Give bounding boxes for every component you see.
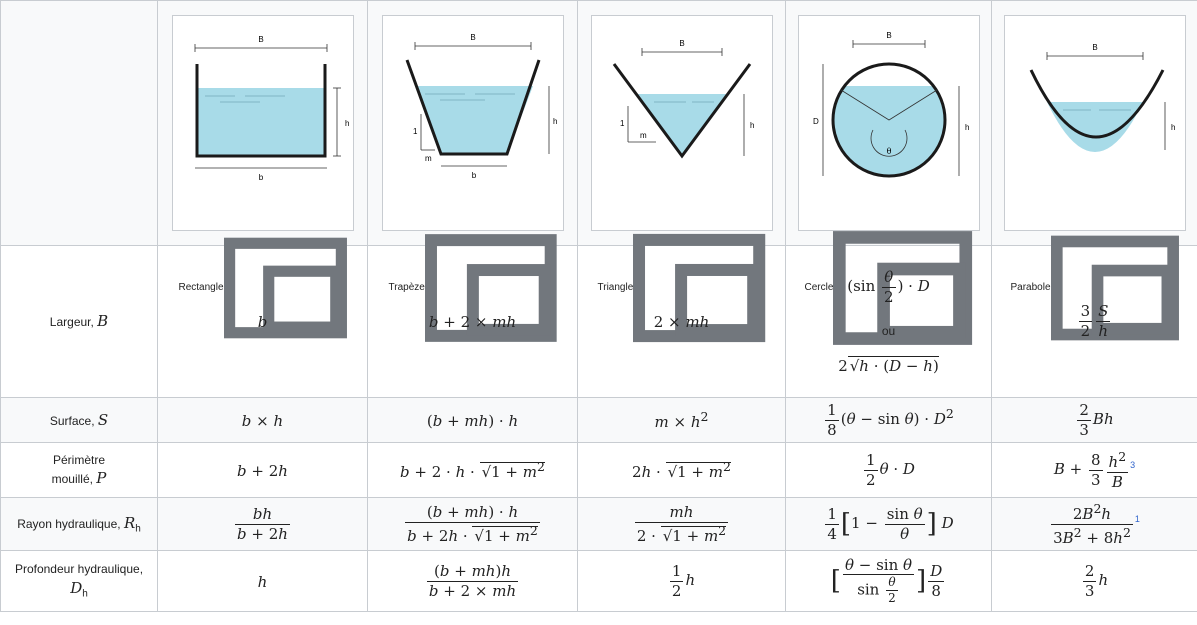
caption-parabola: Parabole (1010, 281, 1051, 293)
magnify-icon[interactable] (424, 200, 557, 376)
caption-circle: Cercle (804, 281, 834, 293)
label-height: h (553, 117, 557, 126)
row-label-width: Largeur, B (0, 245, 158, 398)
label-height: h (965, 123, 969, 132)
figure-triangle[interactable]: B h 1 m Triangle (590, 15, 773, 343)
label-height: h (1171, 123, 1175, 132)
row-label-radius: Rayon hydraulique, Rh (0, 497, 158, 551)
row-perimeter: Périmètre mouillé, P b + 2h b + 2 · h · … (0, 442, 1197, 498)
formula-surface-trapeze: (b + mh) · h (367, 397, 578, 443)
label-bottom: b (258, 173, 263, 182)
parabola-diagram: B h (1029, 43, 1175, 152)
figure-parabola[interactable]: B h Parabole (1003, 15, 1186, 341)
caption-triangle: Triangle (597, 281, 634, 293)
figure-rectangle[interactable]: B b h Rectangle (171, 15, 354, 339)
label-bottom: b (471, 171, 476, 180)
formula-perimeter-rectangle: b + 2h (157, 442, 368, 498)
label-top: B (258, 35, 263, 44)
corner-cell (0, 0, 158, 246)
trapeze-diagram: B b h 1 m (405, 33, 557, 180)
label-side: 1 (413, 127, 418, 136)
row-label-depth: Profondeur hydraulique, Dh (0, 550, 158, 612)
circle-diagram: B D h θ (813, 31, 969, 178)
magnify-icon[interactable] (1050, 200, 1179, 376)
label-top: B (679, 39, 684, 48)
row-label-surface: Surface, S (0, 397, 158, 443)
formula-perimeter-triangle: 2h · √1 + m2 (577, 442, 786, 498)
figure-circle[interactable]: B D h θ Cercle (797, 15, 980, 345)
magnify-icon[interactable] (223, 200, 347, 376)
magnify-icon[interactable] (633, 200, 766, 376)
label-height: h (750, 121, 754, 130)
label-slope: m (640, 131, 647, 140)
figure-cell-trapeze: B b h 1 m Trapèze (367, 0, 578, 342)
figure-cell-circle: B D h θ Cercle (785, 0, 992, 345)
figure-trapeze[interactable]: B b h 1 m Trapèze (381, 15, 564, 342)
label-diameter: D (813, 117, 819, 126)
caption-trapeze: Trapèze (388, 281, 425, 293)
or-text: ou (881, 324, 896, 339)
triangle-diagram: B h 1 m (612, 39, 754, 159)
label-side: 1 (620, 119, 625, 128)
caption-rectangle: Rectangle (178, 281, 224, 293)
label-top: B (886, 31, 891, 40)
figure-cell-parabola: B h Parabole (991, 0, 1197, 341)
footnote-link-perimeter[interactable]: 3 (1130, 459, 1136, 470)
hydraulics-table: B b h Rectangle (0, 0, 1197, 612)
figure-cell-triangle: B h 1 m Triangle (577, 0, 786, 343)
formula-perimeter-trapeze: b + 2 · h · √1 + m2 (367, 442, 578, 498)
label-top: B (470, 33, 475, 42)
formula-surface-triangle: m × h2 (577, 397, 786, 443)
footnote-link-radius[interactable]: 1 (1134, 513, 1140, 524)
figure-cell-rectangle: B b h Rectangle (157, 0, 368, 339)
figure-row: B b h Rectangle (0, 0, 1197, 345)
row-label-perimeter: Périmètre mouillé, P (0, 442, 158, 498)
rectangle-diagram: B b h (194, 35, 349, 182)
label-slope: m (425, 154, 432, 163)
label-height: h (345, 119, 349, 128)
formula-surface-rectangle: b × h (157, 397, 368, 443)
label-top: B (1092, 43, 1097, 52)
formula-depth-rectangle: h (157, 550, 368, 612)
label-angle: θ (886, 147, 891, 156)
